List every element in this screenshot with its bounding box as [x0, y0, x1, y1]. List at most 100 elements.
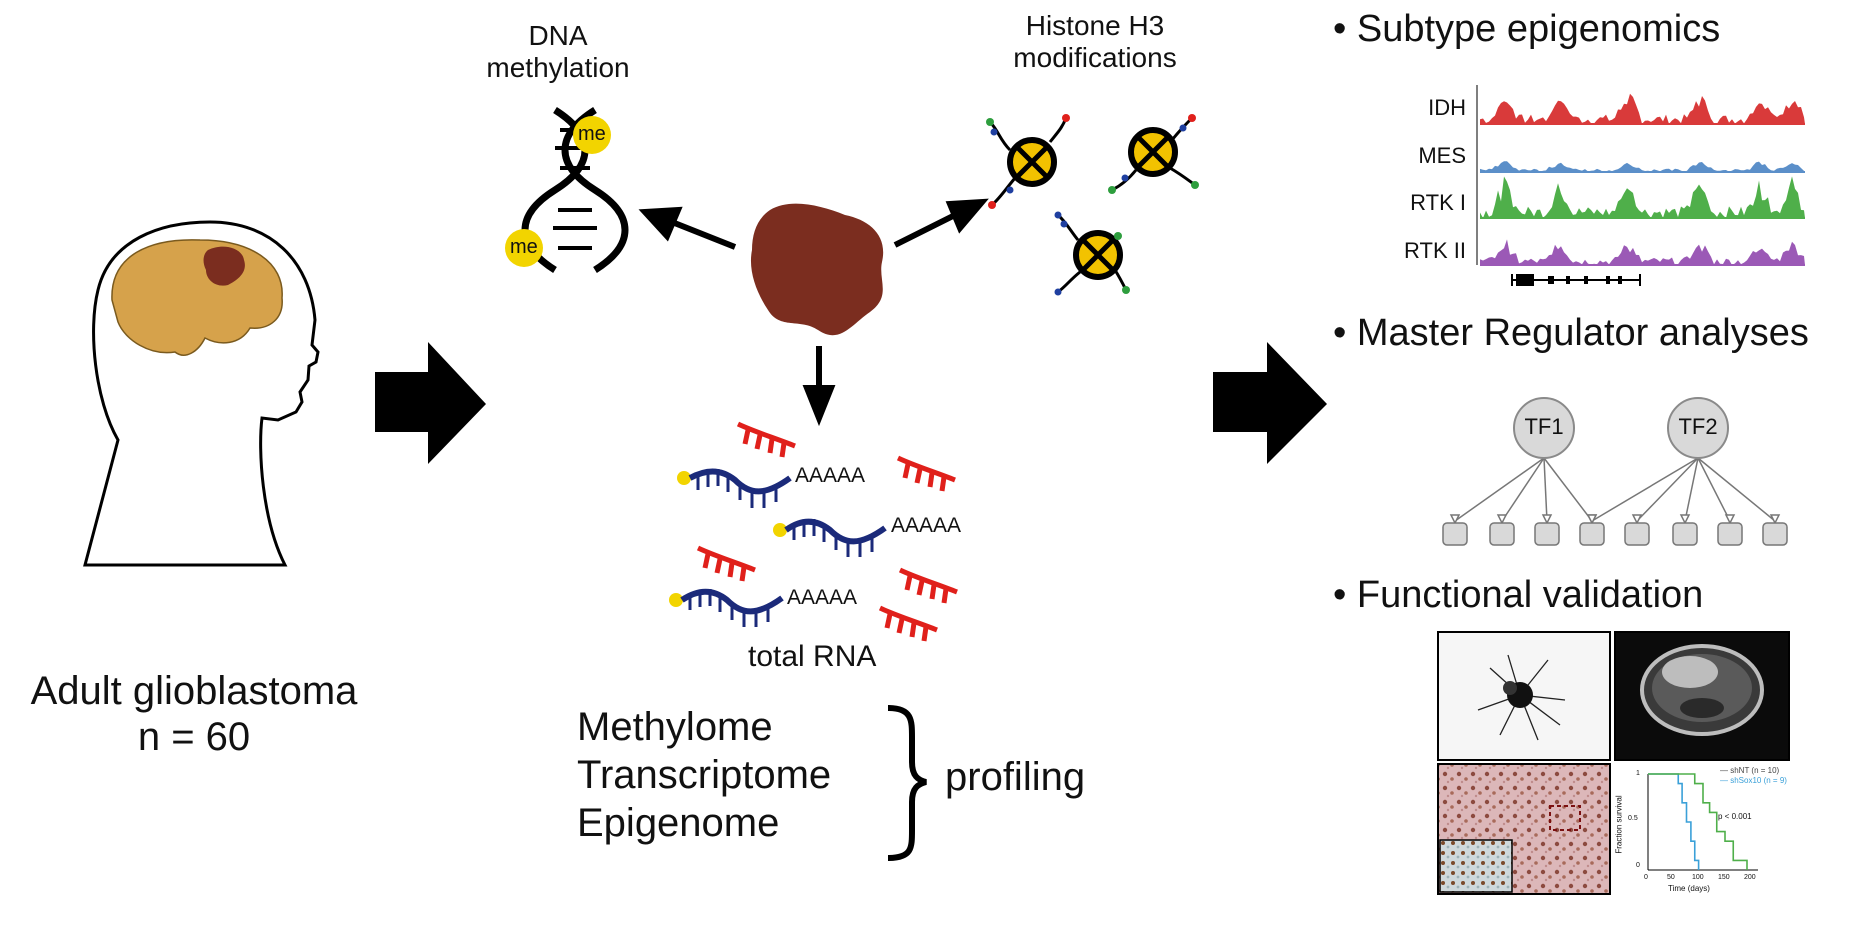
km-xtick: 150: [1718, 874, 1730, 881]
km-pvalue: p < 0.001: [1718, 812, 1752, 821]
profiling-item: Methylome: [577, 705, 773, 749]
small-rna-icon: [696, 545, 756, 582]
tf2-node: [1667, 397, 1729, 459]
ihc-inset-image: [1439, 839, 1513, 893]
mrna-icon: [669, 588, 784, 627]
km-xtick: 50: [1667, 874, 1675, 881]
track-rtk2-signal: [1480, 239, 1805, 265]
validation-panels: [1437, 631, 1790, 895]
edge-arrowhead-icon: [1496, 514, 1508, 525]
regulatory-edge: [1543, 457, 1548, 522]
target-gene-node: [1534, 522, 1560, 546]
methyl-mark-icon: [573, 116, 611, 154]
histone-title-line1: Histone H3: [1025, 10, 1165, 41]
edge-arrowhead-icon: [1631, 514, 1643, 525]
methyl-mark-icon: [505, 229, 543, 267]
total-rna-label: total RNA: [748, 640, 877, 673]
mrna-molecules: [669, 421, 958, 642]
patient-title: Adult glioblastoma: [30, 669, 358, 713]
polya-label: AAAAA: [787, 586, 858, 609]
target-gene-node: [1762, 522, 1788, 546]
profiling-item: Transcriptome: [577, 753, 832, 797]
km-legend-shsox10: — shSox10 (n = 9): [1720, 776, 1787, 785]
edge-arrowhead-icon: [1449, 514, 1461, 525]
km-legend-text: shSox10 (n = 9): [1730, 776, 1787, 785]
track-label-idh: IDH: [1428, 95, 1466, 120]
km-xlabel: Time (days): [1668, 884, 1710, 893]
methyl-label: me: [578, 123, 606, 145]
dna-methylation-title: DNA methylation: [463, 20, 653, 84]
km-legend-shnt: — shNT (n = 10): [1720, 766, 1780, 775]
regulatory-edge: [1501, 457, 1545, 522]
km-ytick: 1: [1636, 770, 1640, 777]
tumor-icon: [203, 246, 245, 286]
km-xtick: 0: [1644, 874, 1648, 881]
track-label-rtk2: RTK II: [1404, 238, 1466, 263]
dna-title-line1: DNA: [528, 20, 588, 51]
km-ylabel: Fraction survival: [1614, 795, 1624, 854]
histone-nucleosome-icon: [1054, 211, 1130, 296]
mrna-icon: [773, 518, 887, 557]
edge-arrowhead-icon: [1541, 514, 1553, 525]
profiling-label: profiling: [945, 755, 1086, 799]
target-gene-node: [1717, 522, 1743, 546]
flow-arrow-left-icon: [375, 342, 486, 464]
small-rna-icon: [878, 605, 938, 642]
profiling-brace-icon: [887, 705, 927, 861]
track-label-rtk1: RTK I: [1410, 190, 1466, 215]
edge-arrowhead-icon: [1586, 514, 1598, 525]
bullet-subtype-epigenomics: • Subtype epigenomics: [1333, 8, 1721, 50]
regulatory-edge: [1684, 457, 1699, 522]
tf1-node: [1513, 397, 1575, 459]
regulatory-edge: [1543, 457, 1593, 522]
histone-title: Histone H3 modifications: [985, 10, 1205, 74]
regulatory-edge: [1697, 457, 1776, 522]
patient-count: n = 60: [137, 715, 251, 759]
km-ytick: 0: [1636, 862, 1640, 869]
small-rna-icon: [736, 421, 796, 458]
track-label-mes: MES: [1418, 143, 1466, 168]
edge-arrowhead-icon: [1679, 514, 1691, 525]
bullet-text: Subtype epigenomics: [1356, 8, 1721, 50]
km-ytick: 0.5: [1628, 815, 1638, 822]
edge-arrowhead-icon: [1769, 514, 1781, 525]
histone-title-line2: modifications: [1013, 42, 1177, 73]
km-xtick: 200: [1744, 874, 1756, 881]
polya-label: AAAAA: [891, 514, 962, 537]
km-legend-text: shNT (n = 10): [1730, 766, 1780, 775]
target-gene-node: [1624, 522, 1650, 546]
tumor-sample-icon: [750, 203, 884, 336]
small-rna-icon: [898, 567, 958, 604]
regulatory-edge: [1591, 457, 1699, 522]
tf2-label: TF2: [1678, 414, 1718, 439]
regulatory-edge: [1636, 457, 1699, 522]
edge-arrowhead-icon: [1724, 514, 1736, 525]
histone-nucleosome-icon: [986, 114, 1070, 209]
branch-arrows: [638, 198, 989, 427]
flow-arrow-right-icon: [1213, 342, 1327, 464]
target-gene-node: [1579, 522, 1605, 546]
dna-helix-icon: [505, 107, 629, 273]
km-xtick: 100: [1692, 874, 1704, 881]
bullet-master-regulator: • Master Regulator analyses: [1333, 312, 1809, 354]
patient-label: Adult glioblastoma n = 60: [0, 668, 388, 760]
dna-title-line2: methylation: [486, 52, 630, 83]
patient-head-icon: [83, 220, 320, 567]
tf1-label: TF1: [1524, 414, 1564, 439]
polya-label: AAAAA: [795, 464, 866, 487]
genome-tracks: [1476, 85, 1805, 286]
methyl-label: me: [510, 236, 538, 258]
target-gene-node: [1672, 522, 1698, 546]
regulatory-edge: [1697, 457, 1731, 522]
master-regulator-network: [1442, 397, 1788, 546]
bullet-text: Functional validation: [1356, 574, 1704, 616]
bullet-text: Master Regulator analyses: [1356, 312, 1809, 354]
km-curve-shsox10: [1648, 773, 1700, 870]
km-curve-shnt: [1648, 773, 1748, 870]
target-gene-node: [1442, 522, 1468, 546]
kaplan-meier-plot: [1647, 773, 1758, 871]
histone-nucleosome-icon: [1108, 114, 1199, 194]
small-rna-icon: [896, 455, 956, 492]
track-rtk1-signal: [1480, 176, 1805, 218]
